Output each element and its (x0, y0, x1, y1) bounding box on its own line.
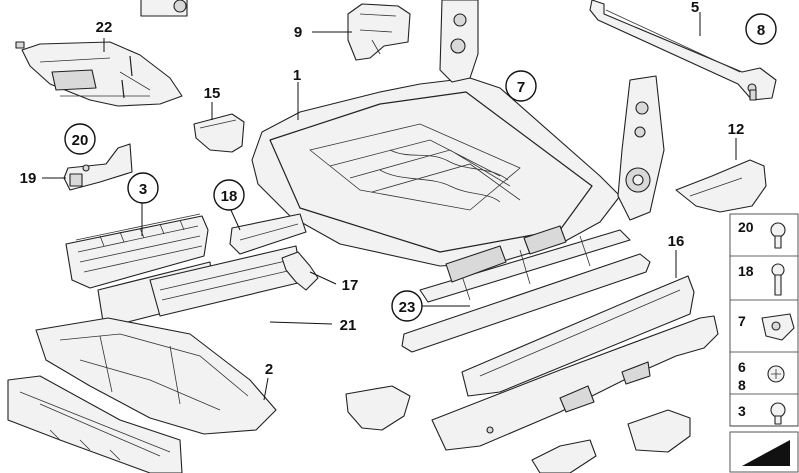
fastener-panel: 20 18 7 6 8 3 (729, 213, 799, 473)
callout-1: 1 (293, 67, 301, 84)
part-top-clip (140, 0, 188, 17)
fastener-label-6: 6 (738, 359, 746, 375)
part-16-side-trim (461, 275, 695, 397)
callout-2: 2 (265, 361, 273, 378)
callout-19: 19 (20, 170, 37, 187)
callout-8-ring: 8 (745, 13, 777, 45)
fastener-label-18: 18 (738, 263, 754, 279)
callout-7: 7 (517, 79, 525, 96)
part-9-bracket (347, 3, 411, 61)
part-19-clip-bracket (63, 143, 133, 191)
callout-20-ring: 20 (64, 123, 96, 155)
part-switch-cap-right (627, 409, 691, 453)
callout-23: 23 (399, 299, 416, 316)
part-15-cap (193, 113, 245, 153)
callout-22: 22 (96, 19, 113, 36)
parts-catalog-arrow-icon (729, 431, 799, 473)
part-lower-trim-panel (431, 315, 719, 451)
callout-20: 20 (72, 132, 89, 149)
part-3-spring-mat (65, 213, 303, 329)
callout-5: 5 (691, 0, 699, 16)
part-2-seat-shell (35, 317, 277, 435)
callout-23-ring: 23 (391, 290, 423, 322)
part-switch-cap-left (345, 385, 411, 431)
callout-18: 18 (221, 188, 238, 205)
callout-8: 8 (757, 22, 765, 39)
clip-nut-icon (761, 313, 795, 341)
screw-icon (770, 222, 786, 249)
callout-9: 9 (294, 24, 302, 41)
torx-screw-icon (770, 402, 786, 425)
callout-15: 15 (204, 85, 221, 102)
washer-screw-icon (767, 365, 785, 383)
part-22-bracket-plate (15, 41, 183, 107)
part-18-slide-rail (229, 213, 307, 255)
fastener-label-3: 3 (738, 403, 746, 419)
part-1-seat-frame (251, 0, 665, 353)
callout-17: 17 (342, 277, 359, 294)
part-switch-cap-mid (531, 439, 597, 473)
callout-12: 12 (728, 121, 745, 138)
bolt-icon (771, 263, 785, 296)
callout-3: 3 (139, 181, 147, 198)
part-12-side-cover (675, 159, 767, 213)
callout-16: 16 (668, 233, 685, 250)
callouts: 22 9 5 8 1 7 15 20 12 19 3 18 16 17 21 (20, 0, 777, 378)
callout-18-ring: 18 (213, 179, 245, 211)
leader-lines (42, 12, 737, 401)
part-5-rail-bar (589, 0, 777, 101)
callout-3-ring: 3 (127, 172, 159, 204)
fastener-label-8: 8 (738, 377, 746, 393)
fastener-label-7: 7 (738, 313, 746, 329)
part-17-clip (281, 251, 319, 291)
part-front-skirt (7, 375, 183, 473)
callout-7-ring: 7 (505, 70, 537, 102)
callout-21: 21 (340, 317, 357, 334)
fastener-label-20: 20 (738, 219, 754, 235)
